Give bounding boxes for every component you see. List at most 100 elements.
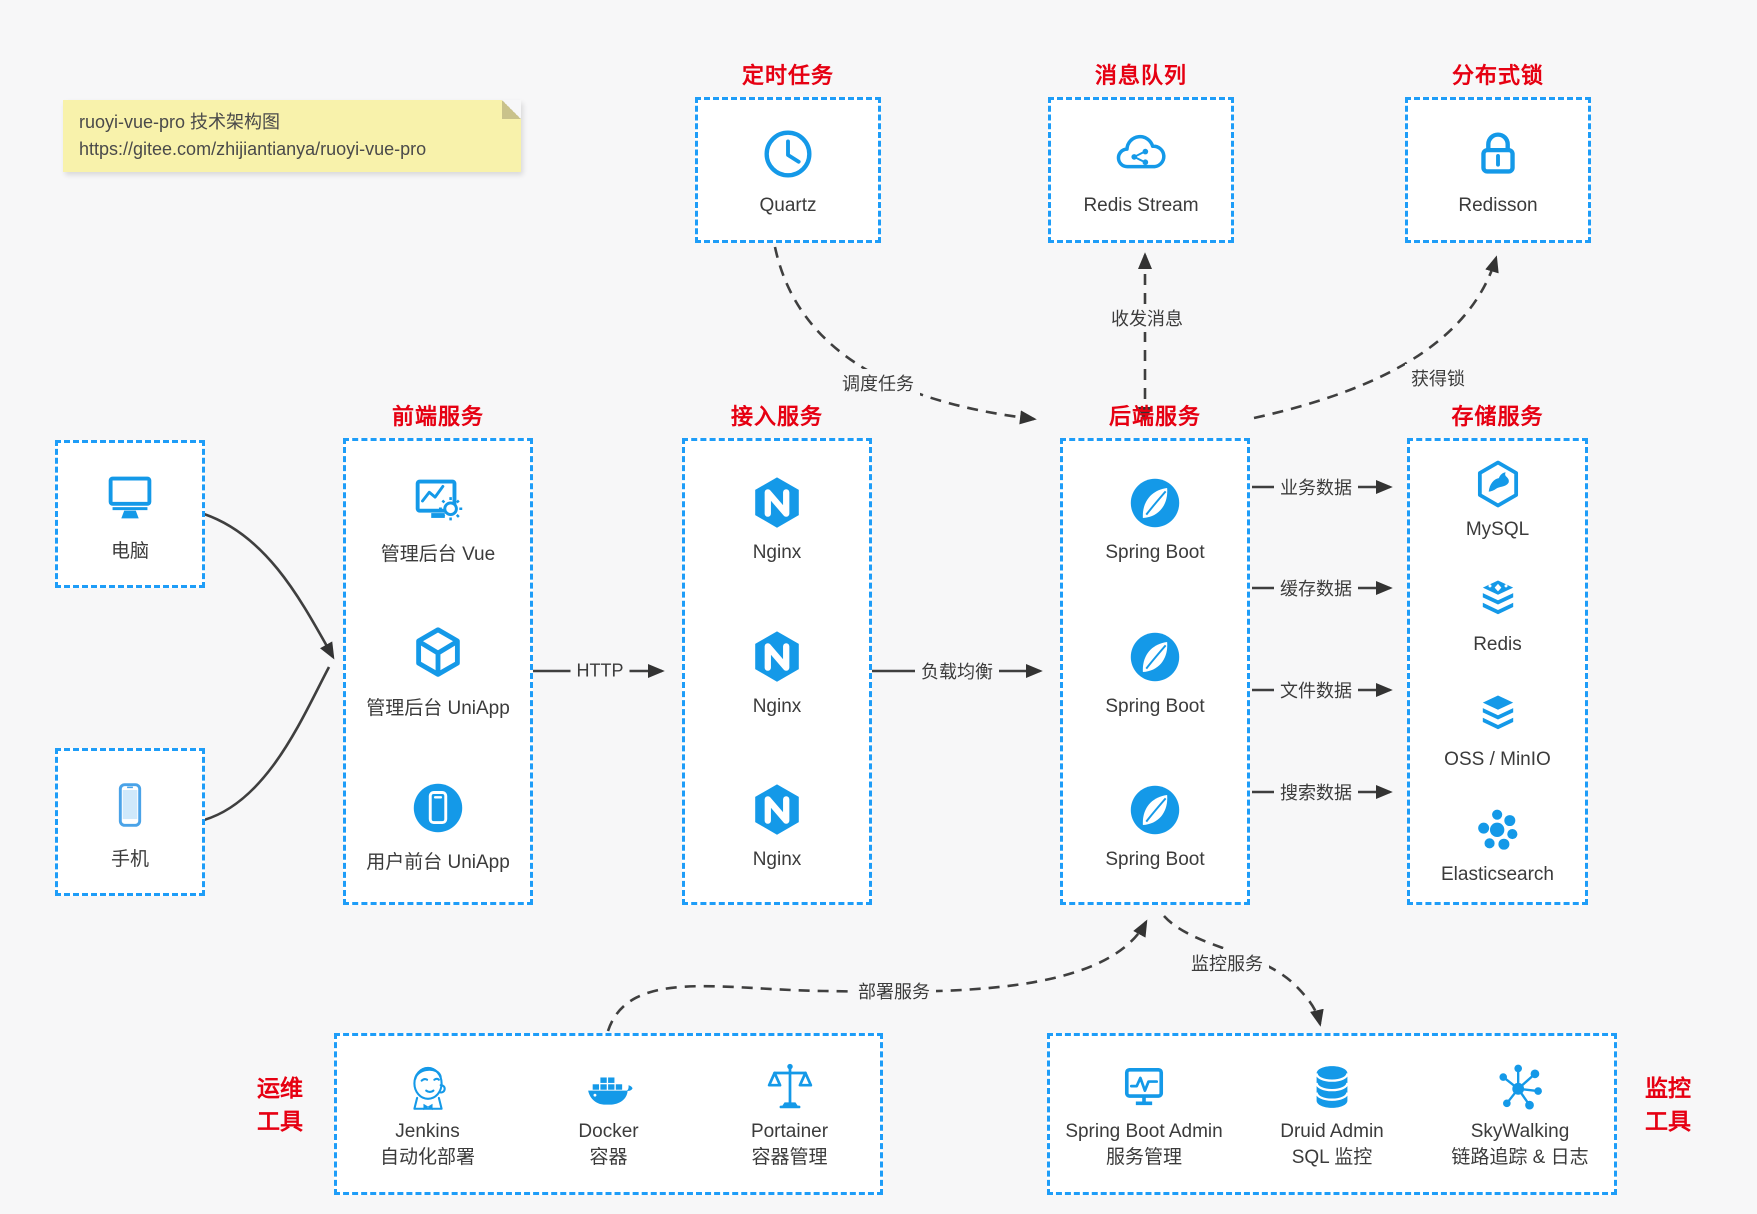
uniapp-cube-icon (407, 623, 469, 685)
edge-label-search-data: 搜索数据 (1274, 778, 1358, 806)
note-fold-corner (502, 100, 521, 119)
springboot-admin-icon (1115, 1058, 1173, 1116)
redisson-label: Redisson (1458, 195, 1538, 216)
edge-label-schedule-task: 调度任务 (836, 369, 920, 397)
desktop-client-box: 电脑 (55, 440, 205, 588)
message-queue-box: 消息队列 Redis Stream (1048, 63, 1234, 243)
redis-label: Redis (1473, 633, 1522, 655)
docker-icon (580, 1058, 638, 1116)
admin-vue-label: 管理后台 Vue (380, 544, 496, 566)
user-uniapp-label: 用户前台 UniApp (366, 851, 510, 873)
storage-services-title: 存储服务 (1451, 404, 1544, 429)
clock-icon (757, 123, 819, 185)
lock-icon (1467, 123, 1529, 185)
backend-services-box: 后端服务 Spring Boot Spring Boot Spring Boot (1060, 404, 1250, 905)
nginx-label-3: Nginx (752, 849, 802, 871)
jenkins-icon (399, 1058, 457, 1116)
storage-item-elasticsearch: Elasticsearch (1410, 787, 1585, 902)
frontend-services-title: 前端服务 (391, 404, 484, 429)
scheduled-task-title: 定时任务 (741, 63, 834, 88)
tool-item-druid: Druid Admin SQL 监控 (1238, 1036, 1426, 1192)
tool-item-springboot-admin: Spring Boot Admin 服务管理 (1050, 1036, 1238, 1192)
jenkins-label: Jenkins (395, 1120, 460, 1142)
portainer-label: Portainer (750, 1120, 829, 1142)
nginx-label-2: Nginx (752, 695, 802, 717)
nginx-icon (746, 779, 808, 841)
phone-client-box: 手机 (55, 748, 205, 896)
backend-item-spring-1: Spring Boot (1063, 441, 1247, 595)
cloud-network-icon (1110, 123, 1172, 185)
oss-minio-label: OSS / MinIO (1444, 749, 1551, 771)
storage-item-mysql: MySQL (1410, 441, 1585, 556)
storage-item-redis: Redis (1410, 556, 1585, 671)
smartphone-icon (99, 774, 161, 836)
spring-boot-label-2: Spring Boot (1105, 695, 1205, 717)
monitor-tools-side-label-line2: 工具 (1645, 1108, 1691, 1135)
spring-boot-icon (1124, 779, 1186, 841)
scheduled-task-box: 定时任务 Quartz (695, 63, 881, 243)
edge-label-file-data: 文件数据 (1274, 676, 1358, 704)
mysql-label: MySQL (1465, 518, 1530, 540)
note-title: ruoyi-vue-pro 技术架构图 (79, 112, 281, 132)
message-queue-title: 消息队列 (1094, 63, 1187, 88)
storage-item-oss: OSS / MinIO (1410, 672, 1585, 787)
note-url: https://gitee.com/zhijiantianya/ruoyi-vu… (79, 139, 427, 159)
portainer-icon (761, 1058, 819, 1116)
phone-label: 手机 (110, 848, 149, 870)
backend-services-title: 后端服务 (1108, 404, 1201, 429)
admin-vue-icon (407, 469, 469, 531)
backend-item-spring-2: Spring Boot (1063, 595, 1247, 749)
edge-label-load-balance: 负载均衡 (915, 657, 999, 685)
edge-label-send-receive: 收发消息 (1105, 304, 1189, 332)
object-storage-icon (1471, 687, 1525, 741)
admin-uniapp-label: 管理后台 UniApp (366, 698, 510, 719)
portainer-desc: 容器管理 (751, 1146, 828, 1168)
redis-stream-label: Redis Stream (1083, 195, 1199, 216)
sticky-note: ruoyi-vue-pro 技术架构图 https://gitee.com/zh… (63, 100, 521, 172)
springboot-admin-label: Spring Boot Admin (1065, 1120, 1223, 1142)
monitor-tools-side-label-line1: 监控 (1645, 1075, 1691, 1101)
elasticsearch-label: Elasticsearch (1441, 864, 1554, 886)
edge-label-cache-data: 缓存数据 (1274, 574, 1358, 602)
skywalking-icon (1491, 1058, 1549, 1116)
nginx-icon (746, 626, 808, 688)
springboot-admin-desc: 服务管理 (1105, 1146, 1182, 1168)
frontend-item-admin-vue: 管理后台 Vue (346, 441, 530, 595)
edge-label-http: HTTP (570, 659, 630, 683)
frontend-services-box: 前端服务 管理后台 Vue 管理后台 UniApp 用户前台 UniApp (343, 404, 533, 905)
nginx-label-1: Nginx (752, 541, 802, 563)
spring-boot-icon (1124, 472, 1186, 534)
nginx-icon (746, 472, 808, 534)
redis-icon (1471, 572, 1525, 626)
skywalking-desc: 链路追踪 & 日志 (1451, 1146, 1589, 1168)
mysql-icon (1471, 457, 1525, 511)
spring-boot-icon (1124, 626, 1186, 688)
spring-boot-label-3: Spring Boot (1105, 849, 1205, 871)
access-services-box: 接入服务 Nginx Nginx Nginx (682, 404, 872, 905)
docker-desc: 容器 (589, 1146, 628, 1168)
druid-desc: SQL 监控 (1291, 1146, 1373, 1168)
skywalking-label: SkyWalking (1470, 1120, 1570, 1142)
storage-services-box: 存储服务 MySQL Redis OSS / MinIO Elasticsear… (1407, 404, 1588, 905)
jenkins-desc: 自动化部署 (379, 1146, 475, 1168)
edge-acquire-lock-line (1253, 255, 1499, 420)
monitor-tools-box: Spring Boot Admin 服务管理 Druid Admin SQL 监… (1047, 1033, 1617, 1195)
edge-label-deploy-service: 部署服务 (852, 977, 936, 1005)
spring-boot-label-1: Spring Boot (1105, 541, 1205, 563)
frontend-item-admin-uniapp: 管理后台 UniApp (346, 595, 530, 749)
distributed-lock-title: 分布式锁 (1451, 63, 1544, 88)
access-services-title: 接入服务 (730, 404, 823, 429)
edge-label-acquire-lock: 获得锁 (1405, 364, 1471, 392)
access-item-nginx-2: Nginx (685, 595, 869, 749)
ops-tools-box: Jenkins 自动化部署 Docker 容器 Portainer 容器管理 (334, 1033, 883, 1195)
edge-label-monitor-service: 监控服务 (1185, 949, 1269, 977)
access-item-nginx-3: Nginx (685, 748, 869, 902)
desktop-label: 电脑 (110, 540, 149, 562)
monitor-tools-side-label: 监控 工具 (1632, 1072, 1704, 1139)
ops-tools-side-label: 运维 工具 (244, 1072, 316, 1139)
druid-icon (1303, 1058, 1361, 1116)
tool-item-jenkins: Jenkins 自动化部署 (337, 1036, 518, 1192)
elasticsearch-icon (1471, 802, 1525, 856)
desktop-icon (99, 466, 161, 528)
